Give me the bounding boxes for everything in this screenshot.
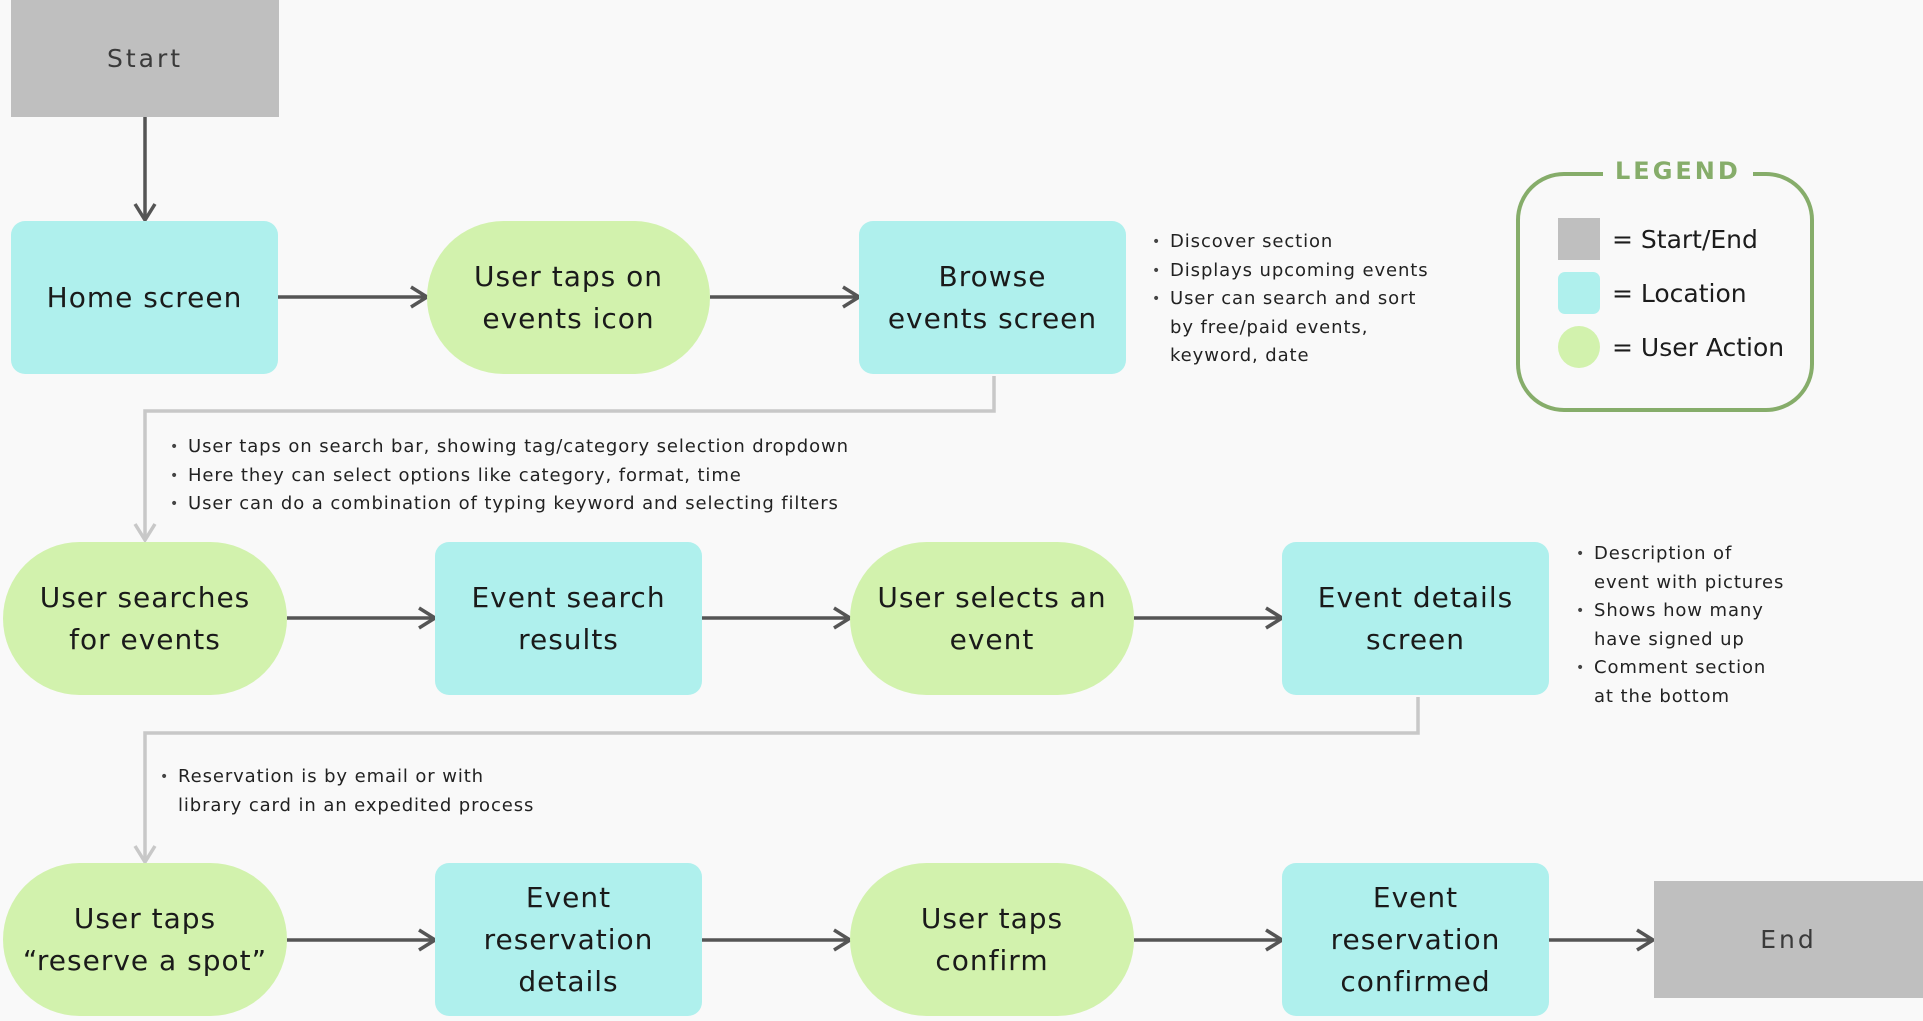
reservation-notes: Reservation is by email or with library …	[160, 763, 534, 820]
note-item: Here they can select options like catego…	[170, 462, 849, 491]
green-circle-swatch	[1558, 326, 1600, 368]
start-node: Start	[11, 0, 279, 117]
taps-confirm-node: User taps confirm	[850, 863, 1134, 1016]
connector-browse-to-searches	[145, 376, 996, 540]
taps-events-icon-node: User taps on events icon	[427, 221, 710, 374]
cyan-square-swatch	[1558, 272, 1600, 314]
legend-item-location: = Location	[1558, 272, 1747, 314]
legend: LEGEND = Start/End = Location = User Act…	[1516, 157, 1814, 412]
selects-event-node: User selects an event	[850, 542, 1134, 695]
note-item: User can do a combination of typing keyw…	[170, 490, 849, 519]
legend-label: = Location	[1612, 278, 1747, 308]
note-item: Shows how many have signed up	[1576, 597, 1784, 654]
searches-events-node: User searches for events	[3, 542, 287, 695]
search-results-node: Event search results	[435, 542, 702, 695]
legend-item-user-action: = User Action	[1558, 326, 1784, 368]
note-item: User taps on search bar, showing tag/cat…	[170, 433, 849, 462]
legend-label: = Start/End	[1612, 224, 1758, 254]
legend-item-start-end: = Start/End	[1558, 218, 1758, 260]
legend-label: = User Action	[1612, 332, 1785, 362]
end-node: End	[1654, 881, 1923, 998]
taps-reserve-node: User taps “reserve a spot”	[3, 863, 287, 1016]
browse-events-screen-node: Browse events screen	[859, 221, 1126, 374]
note-item: Description of event with pictures	[1576, 540, 1784, 597]
details-notes: Description of event with pictures Shows…	[1576, 540, 1784, 711]
note-item: Reservation is by email or with library …	[160, 763, 534, 820]
note-item: Comment section at the bottom	[1576, 654, 1784, 711]
home-screen-node: Home screen	[11, 221, 278, 374]
reservation-details-node: Event reservation details	[435, 863, 702, 1016]
note-item: User can search and sort by free/paid ev…	[1152, 285, 1429, 371]
browse-notes: Discover section Displays upcoming event…	[1152, 228, 1429, 371]
legend-title: LEGEND	[1603, 157, 1753, 185]
search-notes: User taps on search bar, showing tag/cat…	[170, 433, 849, 519]
note-item: Discover section	[1152, 228, 1429, 257]
gray-square-swatch	[1558, 218, 1600, 260]
event-details-screen-node: Event details screen	[1282, 542, 1549, 695]
note-item: Displays upcoming events	[1152, 257, 1429, 286]
reservation-confirmed-node: Event reservation confirmed	[1282, 863, 1549, 1016]
connector-details-to-reserve	[145, 697, 1420, 862]
